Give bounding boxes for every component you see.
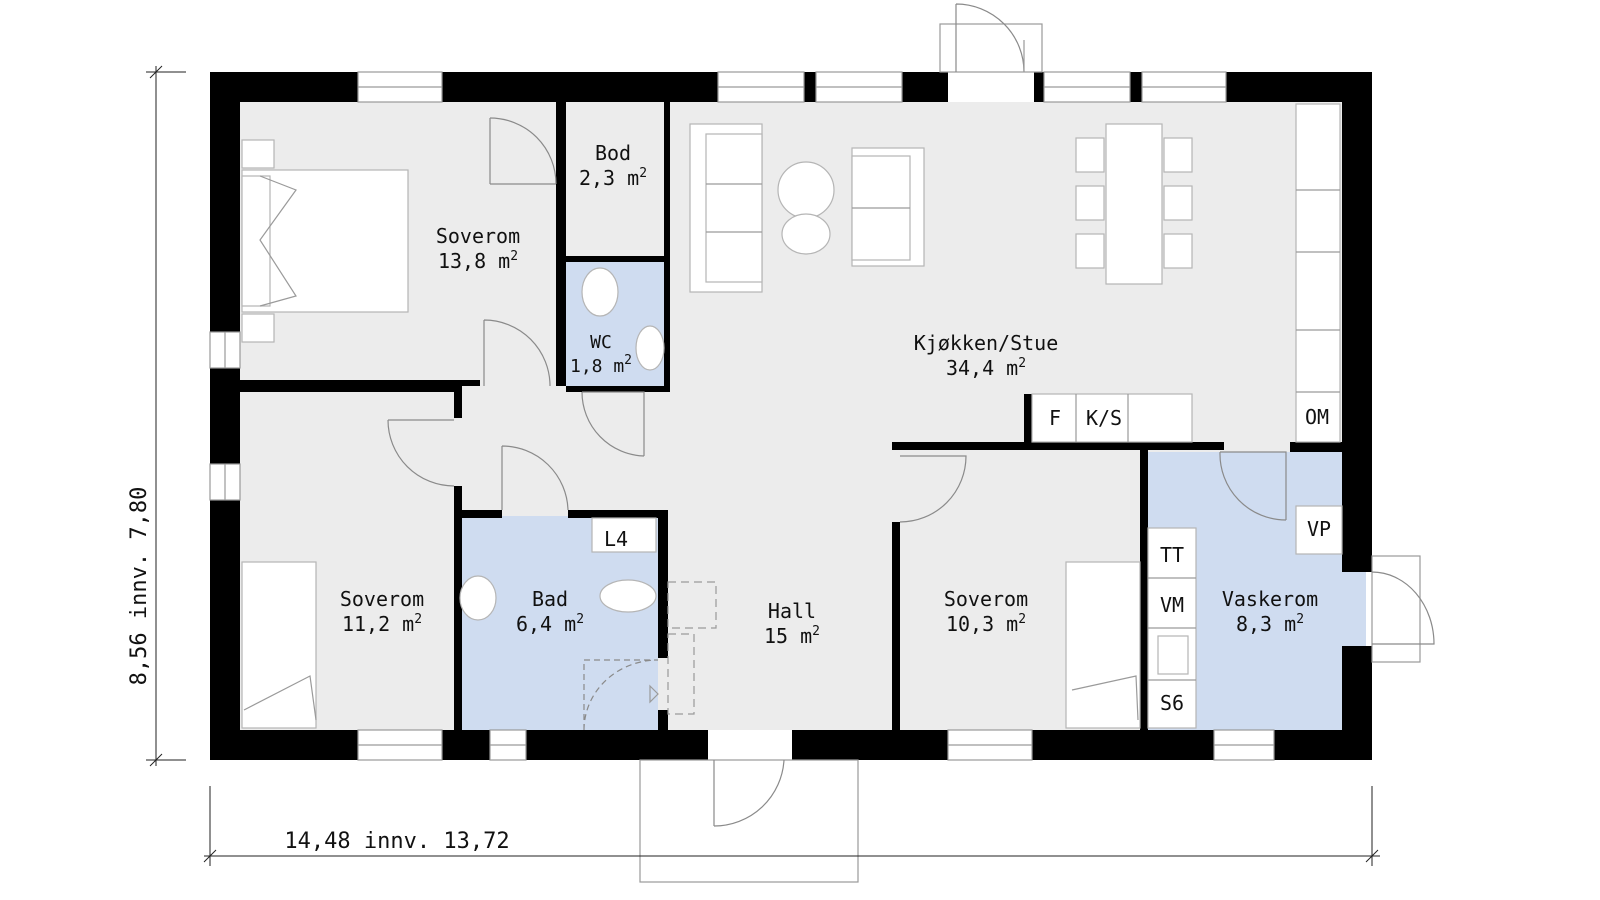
outer-walls <box>210 72 1372 760</box>
fixture-tumble-dryer-label: TT <box>1160 543 1184 567</box>
fixture-heat-pump-label: VP <box>1307 517 1331 541</box>
fixture-cabinet-s6-label: S6 <box>1160 691 1184 715</box>
interior-walls <box>240 102 1342 730</box>
room-area-wc: 1,8 m2 <box>570 353 632 377</box>
room-area-kjokken-stue: 34,4 m2 <box>946 356 1026 380</box>
fixture-cabinet-l4-label: L4 <box>604 527 628 551</box>
room-area-hall: 15 m2 <box>764 624 820 648</box>
room-labels: Soverom 13,8 m2 Bod 2,3 m2 WC 1,8 m2 Kjø… <box>340 141 1318 648</box>
room-name-bod: Bod <box>595 141 631 165</box>
fixture-fridge-freezer-label: K/S <box>1086 406 1122 430</box>
fixture-fridge-label: F <box>1049 406 1061 430</box>
room-area-bod: 2,3 m2 <box>579 166 647 190</box>
dimension-depth-label: 8,56 innv. 7,80 <box>127 487 152 686</box>
room-area-vaskerom: 8,3 m2 <box>1236 612 1304 636</box>
room-name-soverom-2: Soverom <box>340 587 424 611</box>
room-name-kjokken-stue: Kjøkken/Stue <box>914 331 1059 355</box>
room-area-bad: 6,4 m2 <box>516 612 584 636</box>
windows <box>209 71 1275 761</box>
doors <box>387 3 1435 883</box>
room-area-soverom-2: 11,2 m2 <box>342 612 422 636</box>
room-name-vaskerom: Vaskerom <box>1222 587 1318 611</box>
room-name-bad: Bad <box>532 587 568 611</box>
room-name-soverom-1: Soverom <box>436 224 520 248</box>
dimension-width-label: 14,48 innv. 13,72 <box>284 829 509 854</box>
fixture-labels: F K/S OM VP TT VM S6 L4 <box>604 405 1331 715</box>
fixture-oven-microwave-label: OM <box>1305 405 1329 429</box>
room-name-wc: WC <box>590 332 612 353</box>
room-name-soverom-3: Soverom <box>944 587 1028 611</box>
room-area-soverom-3: 10,3 m2 <box>946 612 1026 636</box>
furniture <box>241 103 1343 729</box>
dimension-lines: 14,48 innv. 13,72 8,56 innv. 7,80 <box>127 65 1380 866</box>
room-name-hall: Hall <box>768 599 816 623</box>
fixture-washing-machine-label: VM <box>1160 593 1184 617</box>
room-area-soverom-1: 13,8 m2 <box>438 249 518 273</box>
